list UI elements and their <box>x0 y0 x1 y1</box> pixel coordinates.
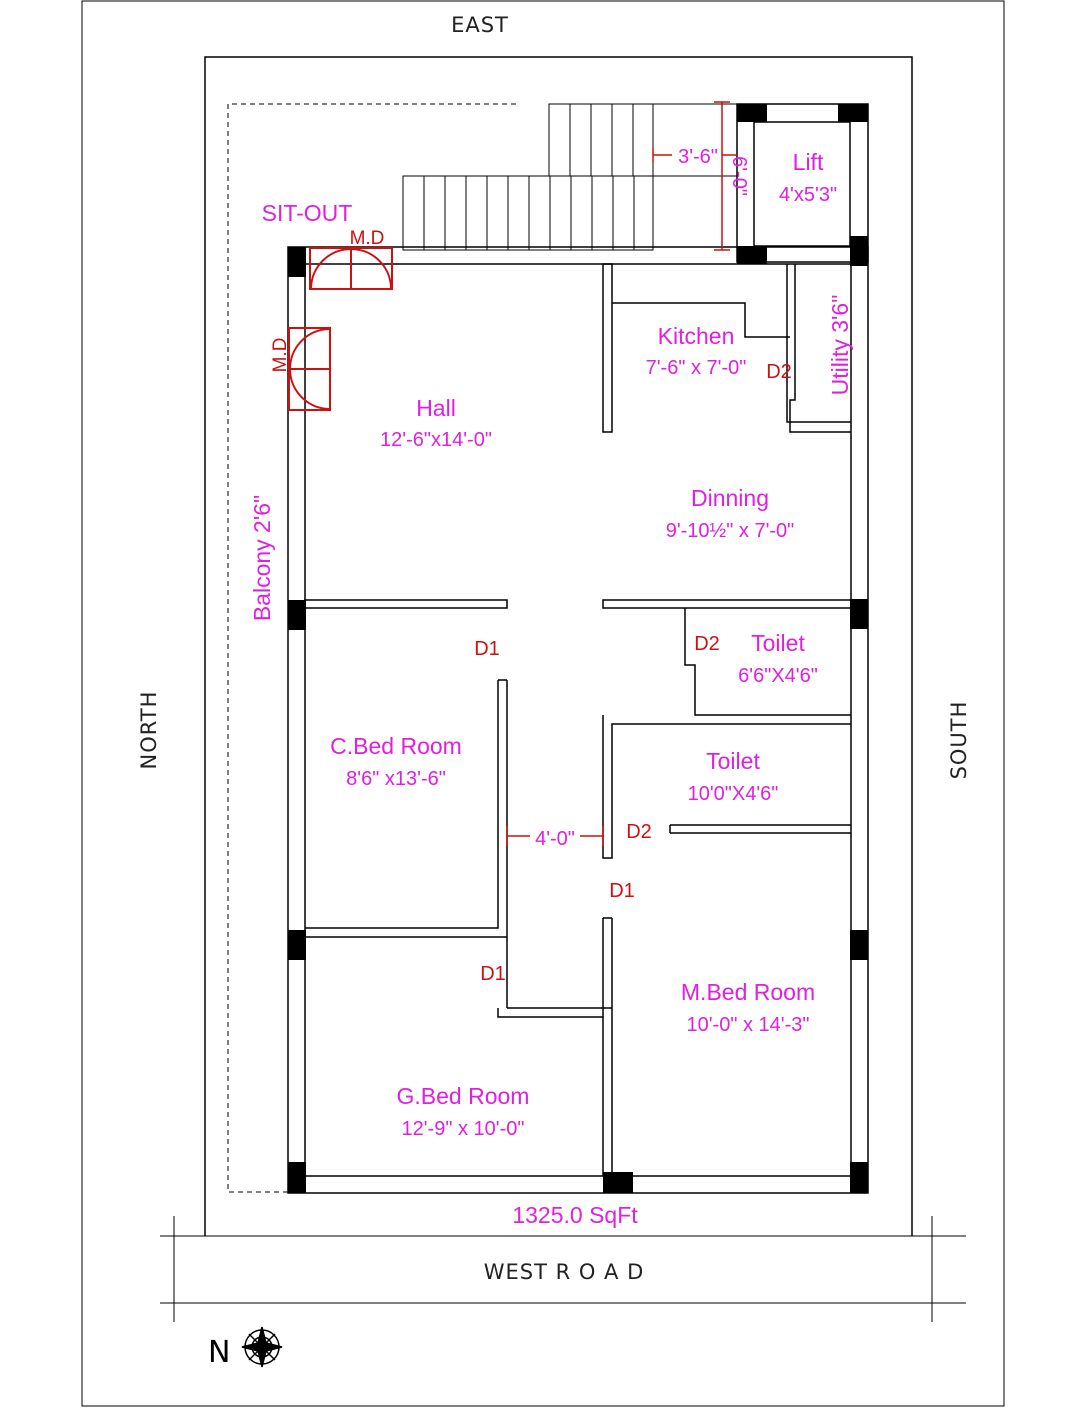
dimension-lines <box>506 101 737 846</box>
sit-out-label: SIT-OUT <box>262 200 353 226</box>
road-label: WEST R O A D <box>484 1260 645 1284</box>
room-lift-size: 4'x5'3" <box>779 184 837 206</box>
main-door-label-left: M.D <box>270 338 291 373</box>
direction-north: NORTH <box>137 691 161 770</box>
interior-walls <box>304 263 852 1176</box>
room-toilet1-size: 6'6"X4'6" <box>738 665 818 687</box>
direction-east: EAST <box>451 13 509 37</box>
compass-rose-icon <box>241 1326 283 1368</box>
staircase <box>402 103 738 251</box>
room-gbed-name: G.Bed Room <box>397 1083 530 1109</box>
room-mbed-size: 10'-0" x 14'-3" <box>686 1014 809 1036</box>
door-tag-cbed-d1: D1 <box>474 638 500 660</box>
passage-dimension: 4'-0" <box>535 828 575 850</box>
room-gbed-size: 12'-9" x 10'-0" <box>401 1118 524 1140</box>
room-kitchen-name: Kitchen <box>658 323 735 349</box>
outer-frame <box>81 0 1005 1407</box>
main-door-top <box>309 247 393 290</box>
stair-length-dimension: 6'-0" <box>728 156 750 196</box>
door-tag-mbed-d1: D1 <box>609 880 635 902</box>
compass-north-letter: N <box>208 1335 231 1370</box>
utility-label: Utility 3'6" <box>827 295 853 396</box>
room-cbed-size: 8'6" x13'-6" <box>346 768 446 790</box>
door-tag-kitchen-d2: D2 <box>766 361 792 383</box>
road <box>160 1216 966 1322</box>
room-kitchen-size: 7'-6" x 7'-0" <box>646 357 747 379</box>
room-toilet2-name: Toilet <box>706 748 760 774</box>
balcony-label: Balcony 2'6" <box>249 495 275 621</box>
direction-south: SOUTH <box>947 701 971 780</box>
columns <box>288 104 868 1193</box>
room-hall-name: Hall <box>416 395 456 421</box>
room-cbed-name: C.Bed Room <box>330 733 462 759</box>
door-tag-gbed-d1: D1 <box>480 963 506 985</box>
total-area: 1325.0 SqFt <box>512 1202 638 1228</box>
door-tag-toilet2-d2: D2 <box>626 821 652 843</box>
room-mbed-name: M.Bed Room <box>681 979 815 1005</box>
room-lift-name: Lift <box>793 149 824 175</box>
plot-boundary <box>204 56 913 1236</box>
main-door-label-top: M.D <box>350 228 385 249</box>
room-dinning-size: 9'-10½" x 7'-0" <box>666 520 795 542</box>
stair-width-dimension: 3'-6" <box>678 146 718 168</box>
door-tag-toilet1-d2: D2 <box>694 633 720 655</box>
room-toilet2-size: 10'0"X4'6" <box>688 783 779 805</box>
main-door-left <box>288 327 331 411</box>
lift-shaft <box>736 103 869 263</box>
exterior-walls <box>287 246 869 1194</box>
room-toilet1-name: Toilet <box>751 630 805 656</box>
room-dinning-name: Dinning <box>691 485 769 511</box>
balcony-outline <box>227 103 516 1193</box>
room-hall-size: 12'-6"x14'-0" <box>380 429 492 451</box>
